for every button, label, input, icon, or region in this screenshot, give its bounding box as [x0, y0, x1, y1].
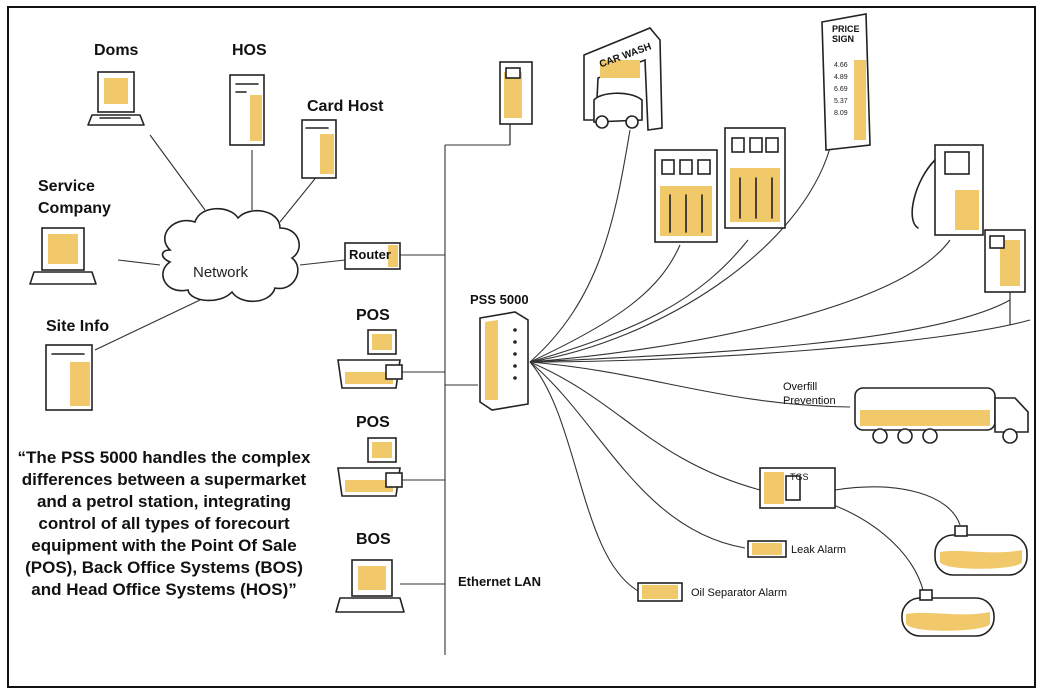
- price-list: 4.66 4.89 6.69 5.37 8.09: [834, 60, 848, 120]
- bos-computer-icon: [335, 559, 405, 613]
- service-company-label: Service Company: [38, 178, 111, 217]
- router-label: Router: [349, 247, 391, 262]
- pss-5000-controller-icon: [479, 311, 529, 411]
- oil-separator-alarm-label: Oil Separator Alarm: [691, 587, 787, 599]
- hos-server-icon: [229, 74, 265, 146]
- payment-terminal-right-icon: [984, 229, 1026, 325]
- service-company-computer-icon: [29, 227, 97, 285]
- tgs-unit-icon: [759, 467, 836, 509]
- network-cloud-icon: [161, 207, 300, 303]
- card-host-server-icon: [301, 119, 337, 179]
- price-2: 4.89: [834, 74, 848, 81]
- price-3: 6.69: [834, 86, 848, 93]
- tgs-label: TGS: [790, 472, 809, 482]
- bos-label: BOS: [356, 531, 391, 548]
- oil-separator-alarm-icon: [637, 582, 683, 602]
- payment-terminal-top-icon: [499, 61, 533, 145]
- site-info-server-icon: [45, 344, 93, 411]
- card-host-label: Card Host: [307, 98, 384, 115]
- leak-alarm-icon: [747, 540, 787, 558]
- price-sign-icon: [821, 13, 871, 151]
- price-1: 4.66: [834, 62, 848, 69]
- site-info-label: Site Info: [46, 318, 110, 335]
- price-5: 8.09: [834, 110, 848, 117]
- leak-alarm-label: Leak Alarm: [791, 544, 847, 556]
- fuel-dispenser-1-icon: [654, 149, 718, 243]
- single-pump-icon: [911, 144, 984, 236]
- pss-fanout: [529, 129, 1031, 601]
- hos-label: HOS: [232, 42, 267, 59]
- network-links: [94, 134, 346, 351]
- ethernet-lan-label: Ethernet LAN: [458, 574, 542, 589]
- pos-terminal-2-icon: [337, 437, 403, 497]
- doms-label: Doms: [94, 42, 139, 59]
- network-label: Network: [193, 264, 249, 281]
- pos-terminal-1-icon: [337, 329, 403, 389]
- pss-label: PSS 5000: [470, 292, 529, 307]
- overfill-prevention-label: Overfill Prevention: [783, 381, 836, 407]
- pos-label-2: POS: [356, 414, 390, 431]
- underground-tank-1-icon: [934, 525, 1028, 576]
- underground-tank-2-icon: [901, 589, 995, 637]
- fuel-dispenser-2-icon: [724, 127, 786, 229]
- tanker-truck-icon: [854, 387, 1029, 444]
- doms-computer-icon: [87, 71, 145, 126]
- pos-label-1: POS: [356, 307, 390, 324]
- price-4: 5.37: [834, 98, 848, 105]
- pss-quote: “The PSS 5000 handles the complex differ…: [17, 448, 311, 599]
- car-wash-icon: [583, 27, 663, 131]
- price-sign-label: PRICE SIGN: [832, 24, 860, 44]
- router-icon: [344, 242, 401, 270]
